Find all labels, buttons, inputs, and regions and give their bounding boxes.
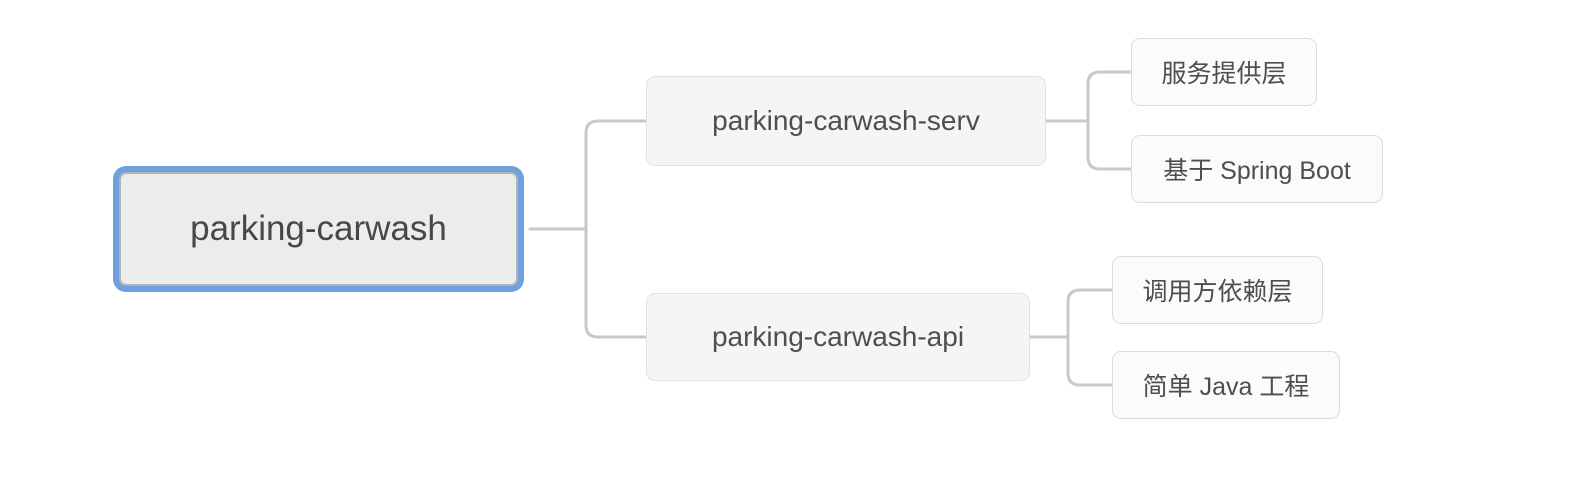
mindmap-node-service-provider-layer[interactable]: 服务提供层: [1131, 38, 1317, 106]
mindmap-node-label: 简单 Java 工程: [1142, 373, 1310, 401]
mindmap-node-label: parking-carwash-serv: [712, 105, 980, 136]
mindmap-node-label: parking-carwash-api: [711, 321, 965, 352]
mindmap-node-caller-dependency-layer[interactable]: 调用方依赖层: [1112, 256, 1323, 324]
connector-api-to-leaf2: [1066, 335, 1114, 387]
mindmap-node-parking-carwash-api[interactable]: parking-carwash-api: [646, 293, 1030, 381]
mindmap-node-simple-java-project[interactable]: 简单 Java 工程: [1112, 351, 1340, 419]
connector-serv-to-leaf2: [1086, 119, 1133, 171]
connector-api-to-leaf1: [1066, 288, 1114, 339]
connector-root-to-serv: [584, 119, 648, 231]
mindmap-node-label: 基于 Spring Boot: [1163, 157, 1351, 185]
mindmap-node-label: 服务提供层: [1161, 60, 1287, 88]
connector-serv-to-leaf1: [1086, 70, 1133, 123]
mindmap-node-label: 调用方依赖层: [1142, 278, 1293, 306]
mindmap-node-parking-carwash-serv[interactable]: parking-carwash-serv: [646, 76, 1046, 166]
mindmap-node-root[interactable]: parking-carwash: [119, 172, 518, 286]
connector-root-to-api: [584, 227, 648, 339]
mindmap-node-root-label: parking-carwash: [190, 209, 447, 248]
mindmap-node-based-on-spring-boot[interactable]: 基于 Spring Boot: [1131, 135, 1383, 203]
